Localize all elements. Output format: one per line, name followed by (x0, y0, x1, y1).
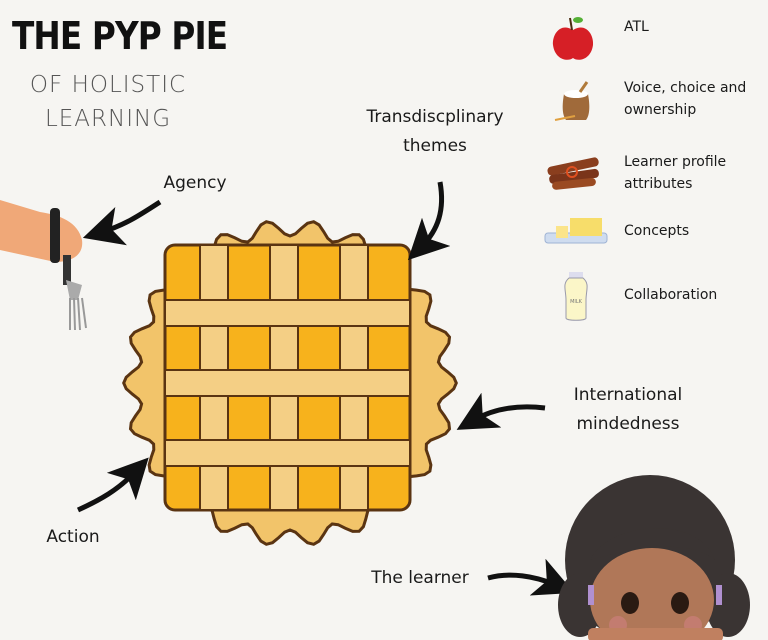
legend-learner-profile-line2: attributes (624, 176, 693, 192)
label-international-line1: International (573, 385, 683, 405)
arrow-action (76, 457, 149, 513)
label-transdisciplinary-line1: Transdiscplinary (366, 107, 504, 127)
milk-label: MILK (570, 299, 583, 305)
milk-bottle-icon: MILK (564, 272, 588, 321)
apple-icon (552, 17, 594, 60)
label-agency: Agency (163, 173, 227, 193)
flour-sack-icon (554, 81, 590, 121)
title: THE PYP PIE (12, 14, 228, 58)
lattice-strip-horizontal (164, 299, 411, 327)
legend-concepts: Concepts (624, 223, 690, 239)
subtitle-line-2: LEARNING (44, 106, 172, 132)
legend-voice-line1: Voice, choice and (624, 80, 747, 96)
legend-voice-line2: ownership (624, 102, 697, 118)
pie-illustration (122, 220, 458, 546)
arrow-transdisciplinary (407, 181, 451, 261)
arrow-learner (487, 558, 575, 596)
lattice-strip-horizontal (164, 369, 411, 397)
lattice-strip-horizontal (164, 439, 411, 467)
pie-lattice (164, 244, 411, 511)
legend-collaboration: Collaboration (624, 287, 718, 303)
arrow-agency (82, 199, 162, 246)
learner-girl-illustration (558, 475, 750, 640)
label-the-learner: The learner (371, 568, 469, 588)
label-transdisciplinary-line2: themes (403, 136, 467, 156)
label-action: Action (46, 527, 100, 547)
legend-atl: ATL (624, 19, 649, 35)
label-international-line2: mindedness (576, 414, 680, 434)
legend-learner-profile-line1: Learner profile (624, 154, 727, 170)
cinnamon-sticks-icon (547, 157, 599, 190)
butter-icon (544, 218, 608, 244)
arrow-international (456, 392, 546, 430)
hand-fork-icon (0, 200, 87, 331)
subtitle-line-1: OF HOLISTIC (29, 72, 187, 98)
